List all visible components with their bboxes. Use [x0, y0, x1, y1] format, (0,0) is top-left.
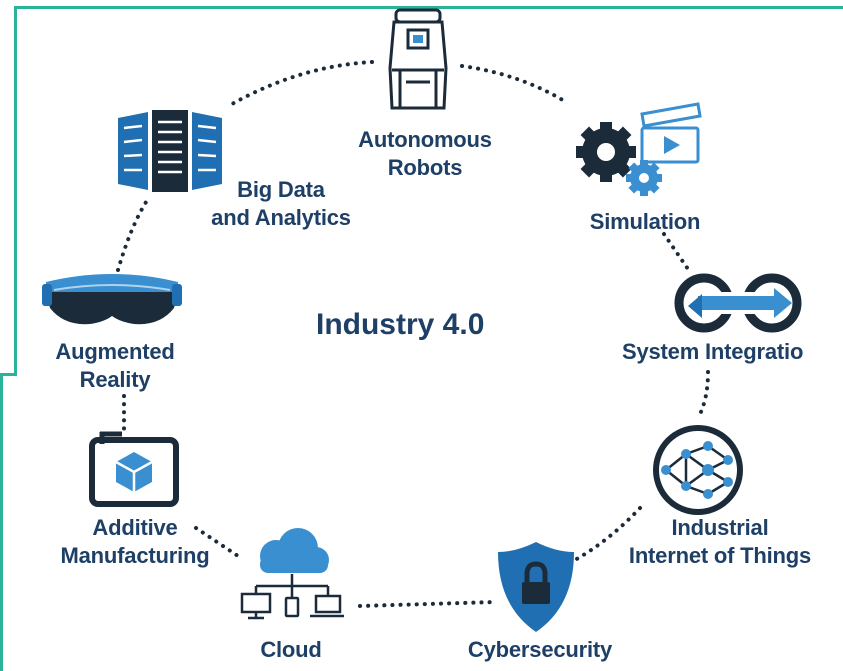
frame-left-line [14, 6, 17, 376]
frame-left-lower-line [0, 373, 3, 671]
node-cloud-line-1: Cloud [260, 637, 322, 662]
node-additive-manufacturing-label: Additive Manufacturing [40, 514, 230, 570]
node-autonomous-robots-line-2: Robots [387, 155, 463, 180]
node-big-data-line-2: and Analytics [211, 205, 351, 230]
frame-mid-line [0, 373, 17, 376]
frame-top-line [14, 6, 843, 9]
node-autonomous-robots-label: Autonomous Robots [325, 126, 525, 182]
integration-loop-icon [674, 273, 802, 333]
node-industrial-iot-line-2: Internet of Things [628, 543, 812, 568]
cloud-devices-icon [240, 528, 344, 620]
network-globe-icon [653, 425, 743, 515]
node-augmented-reality-line-2: Reality [79, 367, 151, 392]
3d-printer-icon [89, 431, 179, 507]
node-cybersecurity-label: Cybersecurity [452, 636, 628, 664]
ar-headset-icon [42, 274, 182, 325]
node-autonomous-robots-line-1: Autonomous [358, 127, 492, 152]
node-industrial-iot-line-1: Industrial [671, 515, 769, 540]
node-cloud-label: Cloud [226, 636, 356, 664]
shield-lock-icon [498, 542, 574, 632]
node-additive-manufacturing-line-1: Additive [92, 515, 178, 540]
node-system-integration-label: System Integratio [622, 338, 843, 366]
diagram-title: Industry 4.0 [316, 308, 485, 341]
node-system-integration-line-1: System Integratio [622, 339, 804, 364]
node-industrial-iot-label: Industrial Internet of Things [600, 514, 840, 570]
node-big-data-line-1: Big Data [237, 177, 325, 202]
node-additive-manufacturing-line-2: Manufacturing [60, 543, 210, 568]
node-augmented-reality-line-1: Augmented [55, 339, 175, 364]
node-big-data-label: Big Data and Analytics [196, 176, 366, 232]
node-simulation-line-1: Simulation [589, 209, 701, 234]
robot-icon [388, 8, 448, 110]
node-cybersecurity-line-1: Cybersecurity [467, 637, 613, 662]
node-augmented-reality-label: Augmented Reality [30, 338, 200, 394]
server-racks-icon [118, 110, 222, 192]
gears-clapperboard-icon [576, 102, 702, 196]
node-simulation-label: Simulation [560, 208, 730, 236]
